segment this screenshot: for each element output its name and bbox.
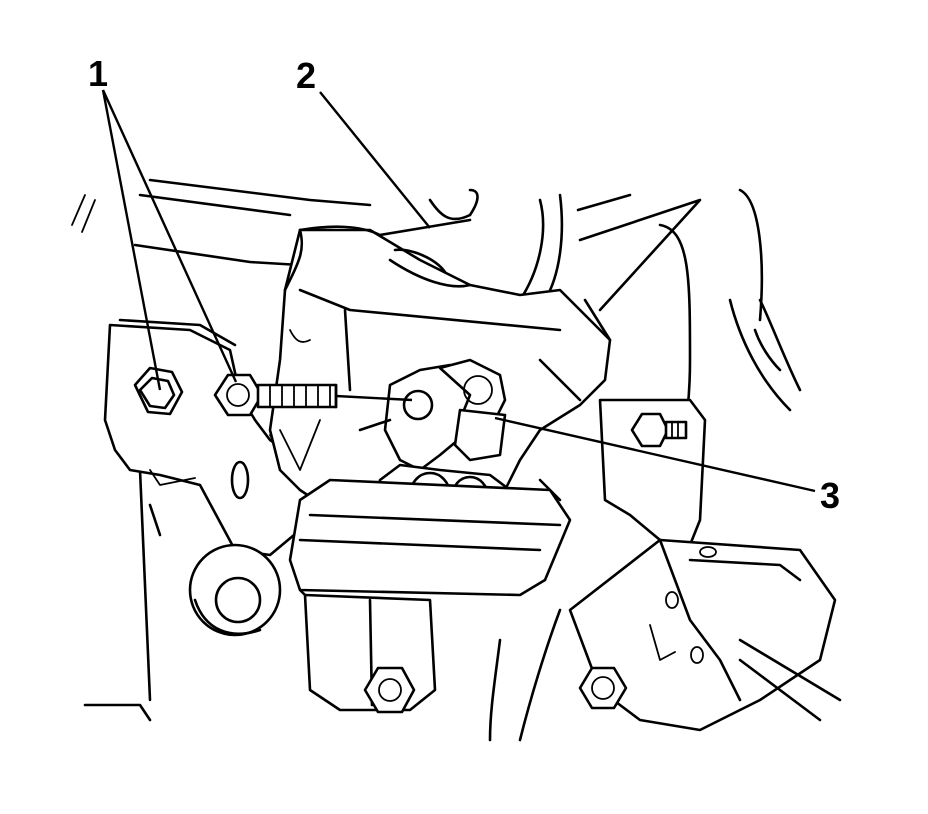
callout-label-1: 1: [88, 53, 109, 94]
left-hex-bolt: [133, 366, 184, 416]
leader-lines: [101, 89, 816, 493]
leader-line-3: [494, 416, 816, 493]
pedal-arm-lower: [303, 593, 437, 714]
leader-line-bolt: [335, 394, 413, 402]
callout-label-3: 3: [820, 475, 841, 516]
right-mounting-bracket: [488, 398, 842, 742]
callout-label-2: 2: [296, 55, 317, 96]
leader-line-2: [319, 91, 431, 229]
lower-channel: [288, 478, 572, 602]
leader-line-1b: [101, 89, 162, 391]
through-bolt: [213, 373, 338, 417]
pedal-arm-upper: [428, 188, 479, 221]
leader-line-1: [101, 89, 238, 383]
